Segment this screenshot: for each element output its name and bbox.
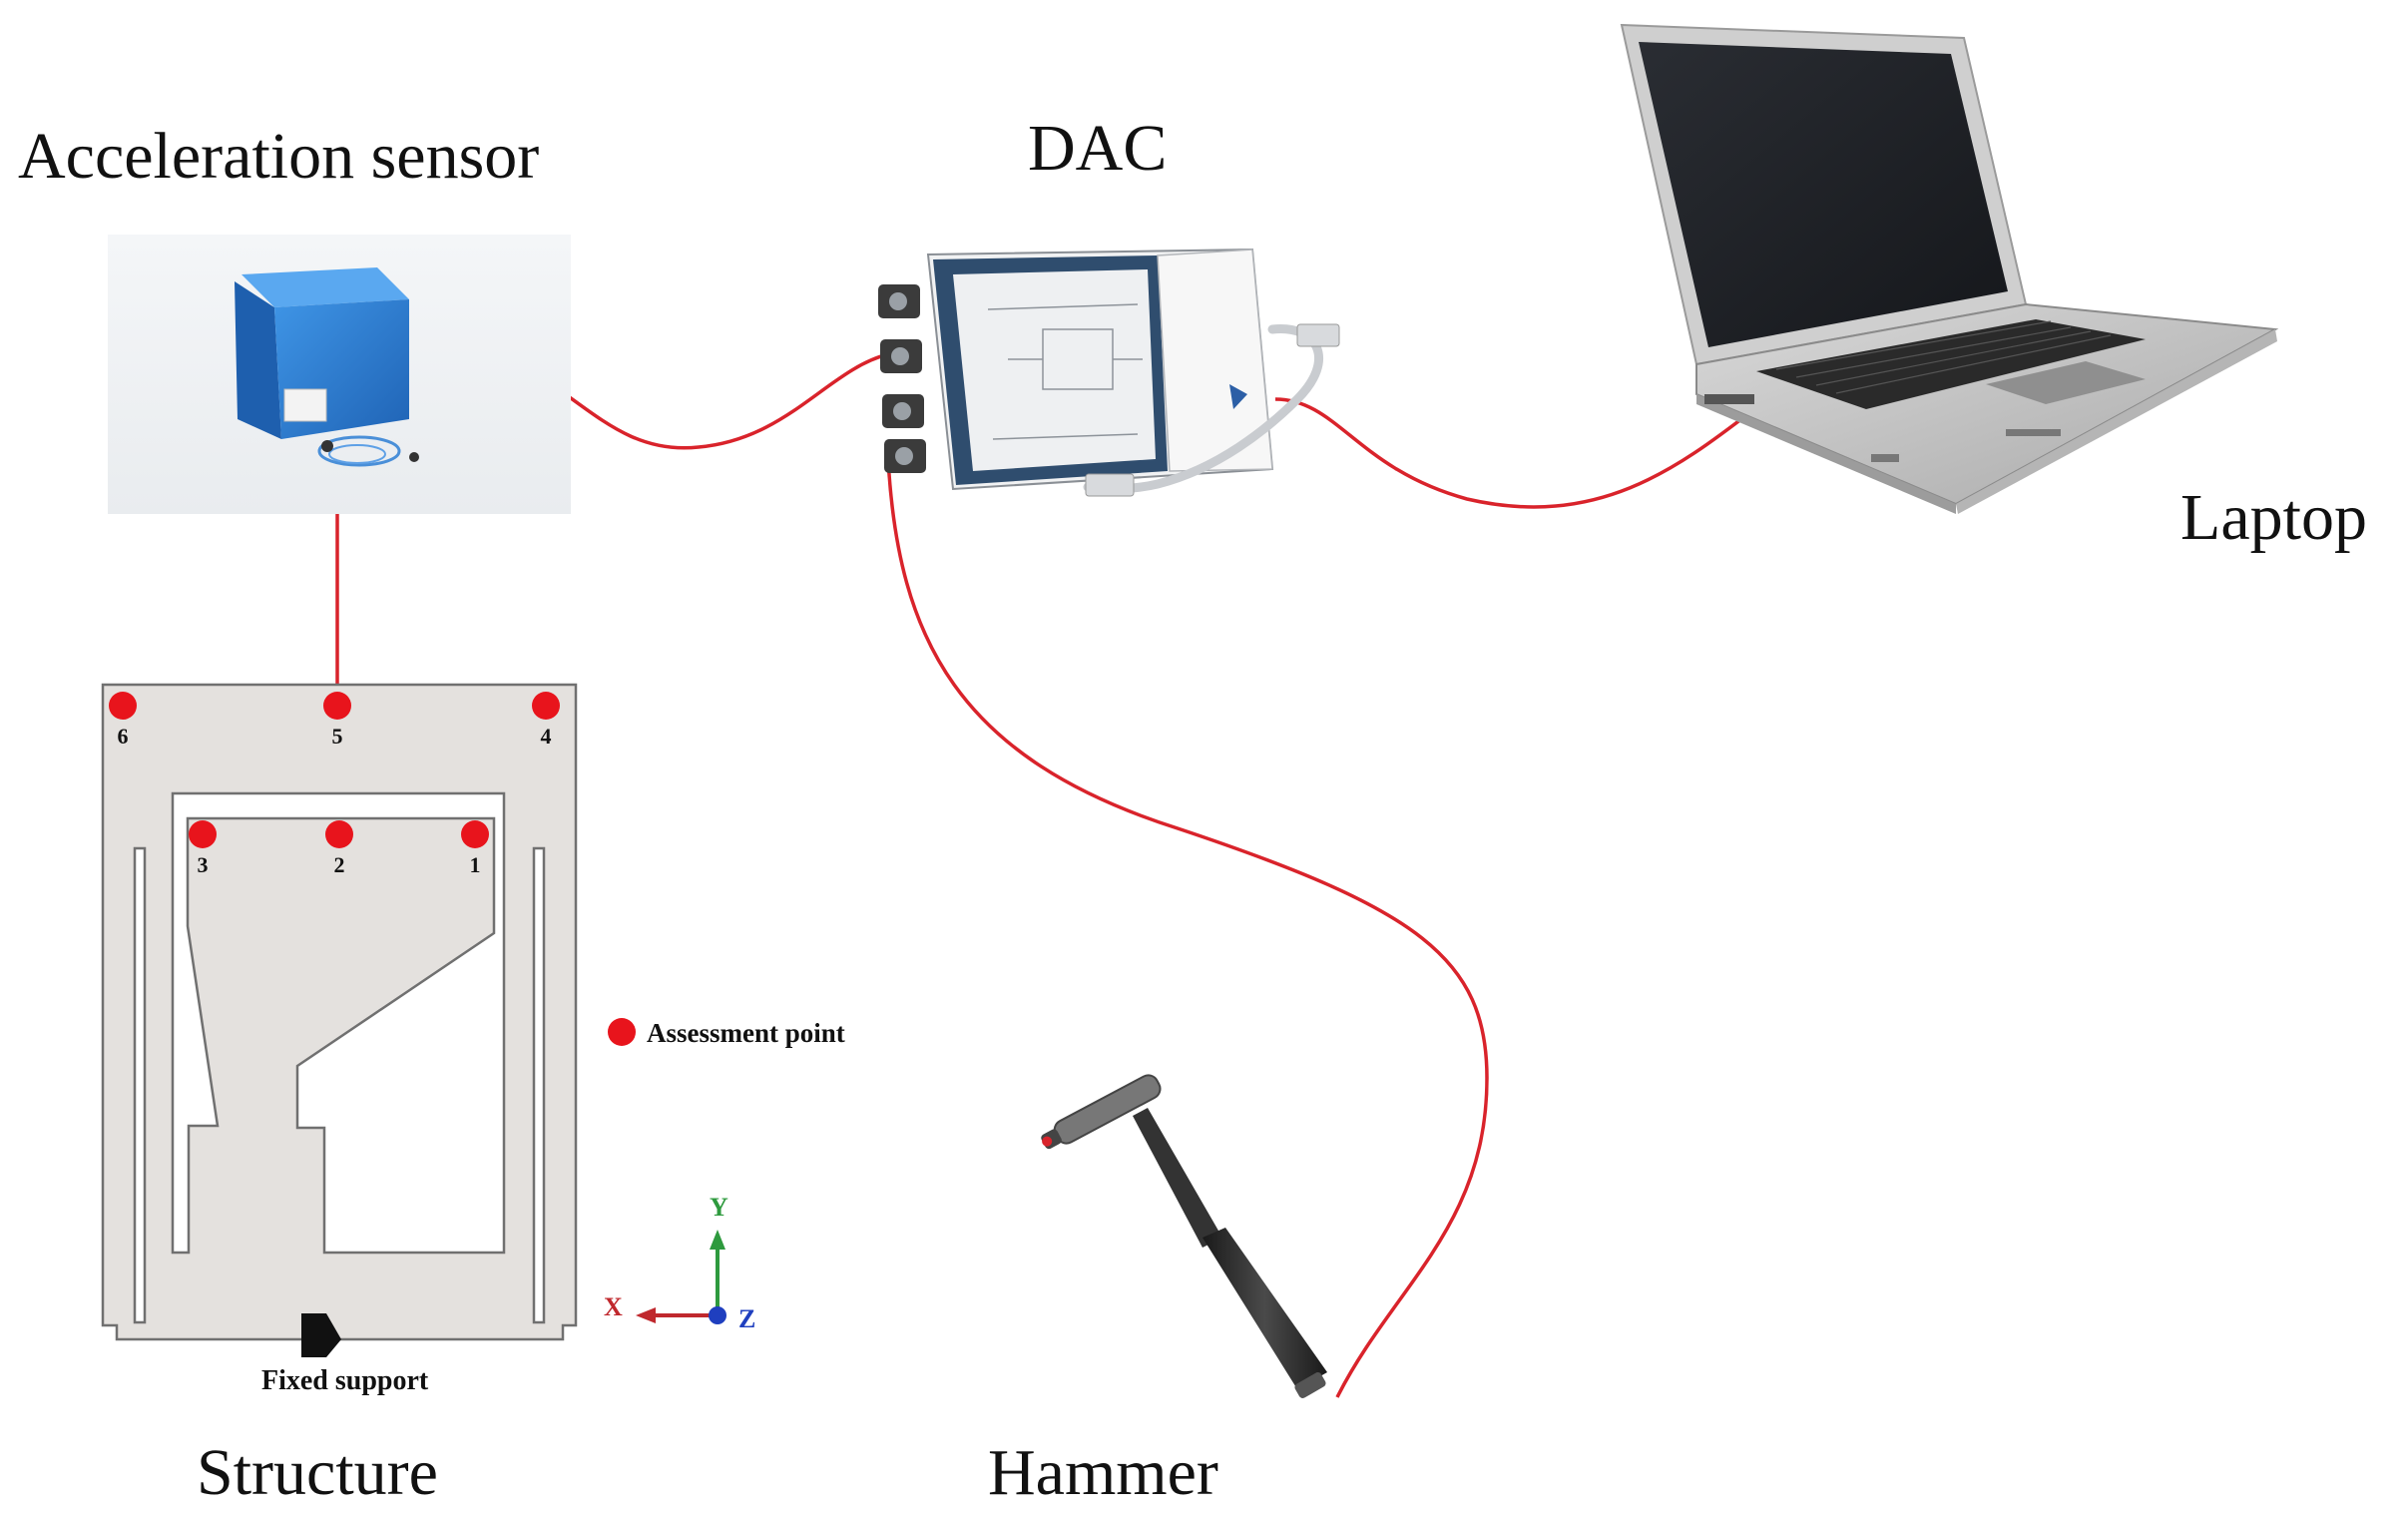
legend-point-marker [608, 1018, 636, 1046]
assessment-point-label: 1 [470, 852, 481, 877]
axis-label-x: X [604, 1292, 623, 1321]
right-slot [532, 846, 546, 1324]
label-dac: DAC [1028, 112, 1167, 185]
assessment-points: 6 5 4 3 2 1 [109, 692, 560, 877]
axis-label-z: Z [738, 1304, 755, 1333]
cable-dac-to-hammer [886, 458, 1489, 1398]
assessment-point-label: 3 [198, 852, 209, 877]
structure-diagram [101, 683, 578, 1357]
assessment-point-marker [109, 692, 137, 720]
assessment-point-marker [323, 692, 351, 720]
axis-label-y: Y [710, 1193, 728, 1222]
acceleration-sensor-icon [108, 235, 571, 514]
hammer-icon [1041, 1074, 1327, 1398]
legend-label: Assessment point [647, 1018, 845, 1048]
assessment-point-marker [189, 820, 217, 848]
label-acceleration-sensor: Acceleration sensor [18, 120, 539, 193]
label-structure: Structure [197, 1436, 438, 1509]
assessment-point-marker [532, 692, 560, 720]
left-slot [133, 846, 147, 1324]
label-fixed-support: Fixed support [261, 1365, 429, 1396]
structure-inner-window [171, 791, 506, 1255]
assessment-point-label: 5 [332, 724, 343, 749]
bnc-connectors [878, 284, 926, 473]
laptop-icon [1620, 23, 2279, 514]
assessment-point-label: 6 [118, 724, 129, 749]
dac-device-icon [878, 248, 1340, 497]
assessment-point-label: 4 [541, 724, 552, 749]
label-laptop: Laptop [2180, 481, 2367, 554]
assessment-point-label: 2 [334, 852, 345, 877]
assessment-point-marker [325, 820, 353, 848]
legend: Assessment point [608, 1018, 845, 1048]
coordinate-axes: Y X Z [604, 1193, 755, 1333]
cable-dac-to-laptop [1274, 397, 1756, 509]
assessment-point-marker [461, 820, 489, 848]
fixed-support-icon [301, 1313, 341, 1357]
label-hammer: Hammer [988, 1436, 1218, 1509]
